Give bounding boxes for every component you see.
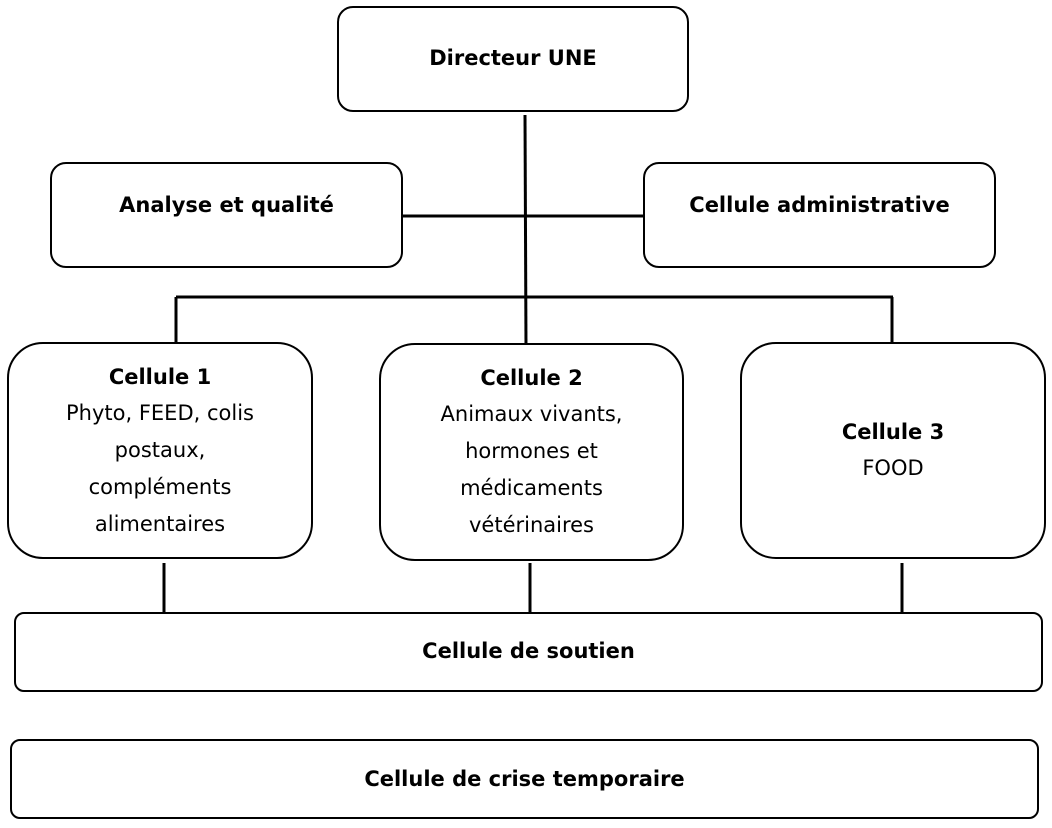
cellule-1-desc-line: postaux, [114,437,206,462]
cellule-3-title: Cellule 3 [841,420,945,444]
cellule-2-desc-line: Animaux vivants, [440,402,623,426]
cellule-3-desc-line: FOOD [862,456,924,480]
analyse-qualite-box: Analyse et qualité [50,162,403,268]
cellule-1-desc-line: alimentaires [94,511,226,536]
cellule-2-desc-line: médicaments [460,476,603,500]
cellule-1-desc-line: Phyto, FEED, colis [66,400,254,425]
cellule-de-soutien-title: Cellule de soutien [422,639,635,663]
directeur-une-title: Directeur UNE [429,46,597,70]
cellule-1-title: Cellule 1 [108,364,212,389]
cellule-de-soutien-box: Cellule de soutien [14,612,1043,692]
cellule-2-box: Cellule 2 Animaux vivants, hormones et m… [379,343,684,561]
cellule-administrative-box: Cellule administrative [643,162,996,268]
cellule-de-crise-box: Cellule de crise temporaire [10,739,1039,819]
analyse-qualite-title: Analyse et qualité [119,193,334,217]
directeur-vertical-connector [523,114,528,349]
cellule-de-crise-title: Cellule de crise temporaire [364,767,685,791]
cellule-1-desc-line: compléments [88,474,232,499]
cellule-2-desc-line: vétérinaires [468,513,594,537]
cellule-1-box: Cellule 1 Phyto, FEED, colis postaux, co… [7,342,313,559]
cellule-2-desc-line: hormones et [465,439,598,463]
cellule-3-box: Cellule 3 FOOD [740,342,1046,559]
directeur-une-box: Directeur UNE [337,6,689,112]
cellule-administrative-title: Cellule administrative [689,193,950,217]
cellule-2-title: Cellule 2 [480,366,583,390]
